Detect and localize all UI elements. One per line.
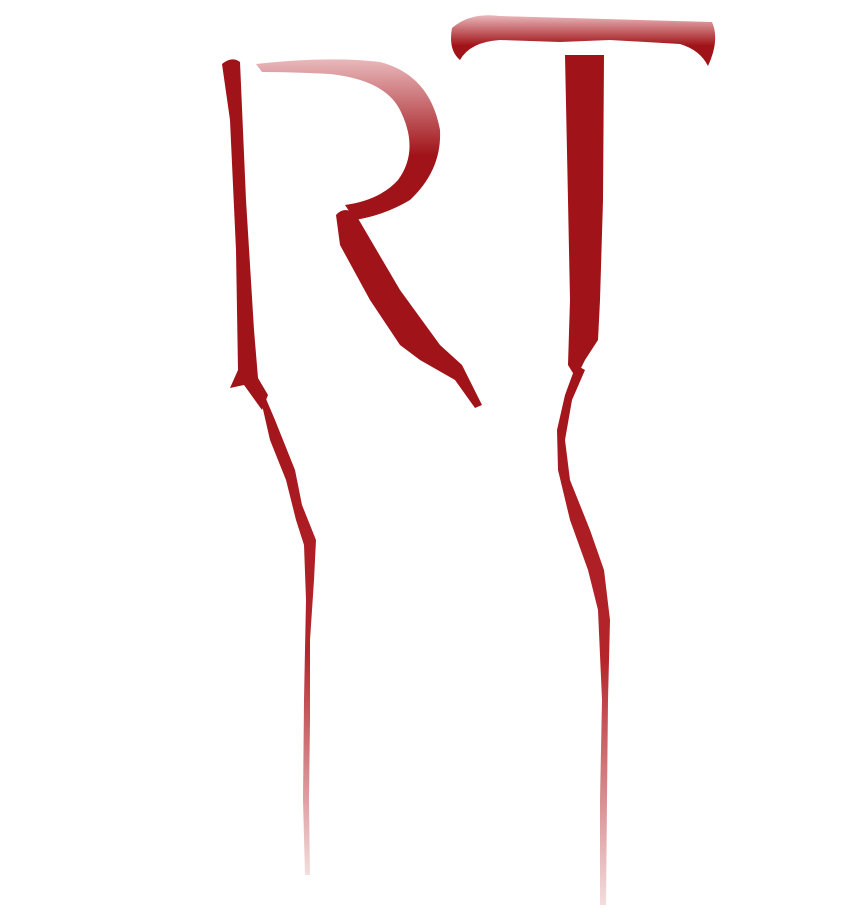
r-bowl (256, 59, 441, 220)
r-leg (336, 210, 482, 408)
letter-r (222, 59, 482, 875)
r-stem (222, 59, 268, 411)
t-drip (557, 365, 610, 905)
letter-t (451, 15, 716, 905)
r-drip (258, 380, 316, 875)
t-bar (451, 15, 716, 66)
t-stem (565, 55, 604, 378)
